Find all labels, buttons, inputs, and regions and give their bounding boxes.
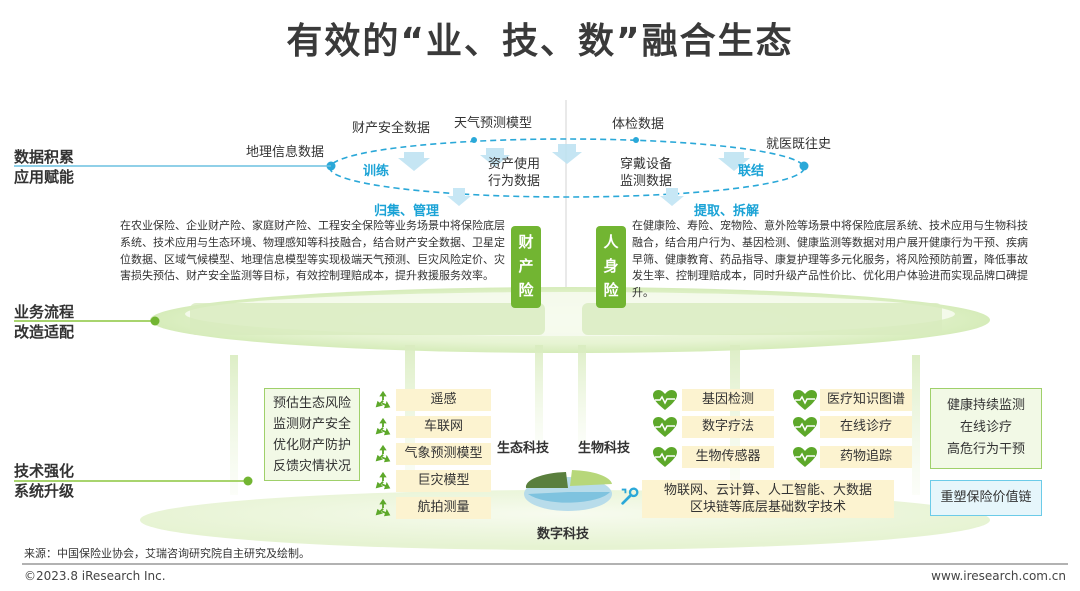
eco-tech-label: 生态科技	[497, 441, 550, 456]
recycle-icon	[375, 417, 391, 436]
data-item-weather-model: 天气预测模型	[454, 116, 533, 131]
heart-pulse-icon	[793, 390, 817, 410]
eco-tech-item: 气象预测模型	[396, 443, 491, 465]
bio-tech-item: 药物追踪	[820, 446, 912, 468]
bio-tech-item: 在线诊疗	[820, 416, 912, 438]
heart-pulse-icon	[653, 417, 677, 437]
recycle-icon	[375, 444, 391, 463]
eco-outcome-3: 优化财产防护	[272, 438, 351, 453]
data-item-asset-behavior: 资产使用 行为数据	[487, 157, 540, 189]
property-description: 在农业保险、企业财产险、家庭财产险、工程安全保险等业务场景中将保险底层系统、技术…	[120, 219, 505, 283]
source-note: 来源：中国保险业协会，艾瑞咨询研究院自主研究及绘制。	[24, 547, 310, 560]
row-label-process: 业务流程 改造适配	[14, 303, 75, 341]
recycle-icon	[375, 498, 391, 517]
bio-tech-item: 基因检测	[682, 389, 774, 411]
recycle-icon	[375, 390, 391, 409]
life-description: 在健康险、寿险、宠物险、意外险等场景中将保险底层系统、技术应用与生物科技融合，结…	[632, 219, 1028, 300]
eco-outcome-4: 反馈灾情状况	[272, 459, 351, 474]
eco-outcome-2: 监测财产安全	[272, 417, 351, 432]
page-title: 有效的“业、技、数”融合生态	[286, 21, 794, 62]
data-item-geo: 地理信息数据	[246, 145, 325, 160]
bio-tech-item: 医疗知识图谱	[820, 389, 912, 411]
copyright: ©2023.8 iResearch Inc.	[24, 569, 166, 583]
row-label-tech: 技术强化 系统升级	[14, 462, 75, 500]
digital-tech-description: 物联网、云计算、人工智能、大数据 区块链等底层基础数字技术	[642, 480, 894, 518]
arrow-label-train: 训练	[363, 164, 390, 179]
bio-outcome-2: 在线诊疗	[959, 420, 1012, 435]
recycle-icon	[375, 471, 391, 490]
data-item-medical-history: 就医既往史	[766, 137, 832, 152]
data-item-physical-exam: 体检数据	[612, 117, 665, 132]
bio-outcome-3: 高危行为干预	[946, 442, 1025, 457]
heart-pulse-icon	[793, 447, 817, 467]
heart-pulse-icon	[793, 417, 817, 437]
bio-tech-item: 生物传感器	[682, 446, 774, 468]
bio-outcome-1: 健康持续监测	[946, 398, 1025, 413]
tech-pie-chart	[524, 470, 612, 511]
heart-pulse-icon	[653, 447, 677, 467]
eco-tech-item: 巨灾模型	[396, 470, 491, 492]
data-item-wearable: 穿戴设备 监测数据	[619, 157, 672, 189]
property-badge: 财产险	[511, 226, 541, 308]
value-chain-box: 重塑保险价值链	[930, 480, 1042, 516]
bio-outcome-box: 健康持续监测 在线诊疗 高危行为干预	[930, 388, 1042, 469]
eco-tech-item: 航拍测量	[396, 497, 491, 519]
data-item-property-safety: 财产安全数据	[352, 121, 431, 136]
arrow-label-link: 联结	[738, 164, 765, 179]
tools-icon	[621, 487, 639, 505]
heart-pulse-icon	[653, 390, 677, 410]
eco-tech-item: 车联网	[396, 416, 491, 438]
row-label-data: 数据积累 应用赋能	[14, 148, 75, 186]
life-badge: 人身险	[596, 226, 626, 308]
digital-tech-label: 数字科技	[537, 527, 590, 542]
eco-tech-item: 遥感	[396, 389, 491, 411]
sub-label-collect: 归集、管理	[374, 204, 440, 219]
sub-label-extract: 提取、拆解	[694, 204, 760, 219]
eco-outcome-1: 预估生态风险	[272, 396, 351, 411]
website-url: www.iresearch.com.cn	[931, 569, 1066, 583]
bio-tech-label: 生物科技	[578, 441, 631, 456]
eco-outcome-box: 预估生态风险 监测财产安全 优化财产防护 反馈灾情状况	[264, 388, 360, 481]
bio-tech-item: 数字疗法	[682, 416, 774, 438]
